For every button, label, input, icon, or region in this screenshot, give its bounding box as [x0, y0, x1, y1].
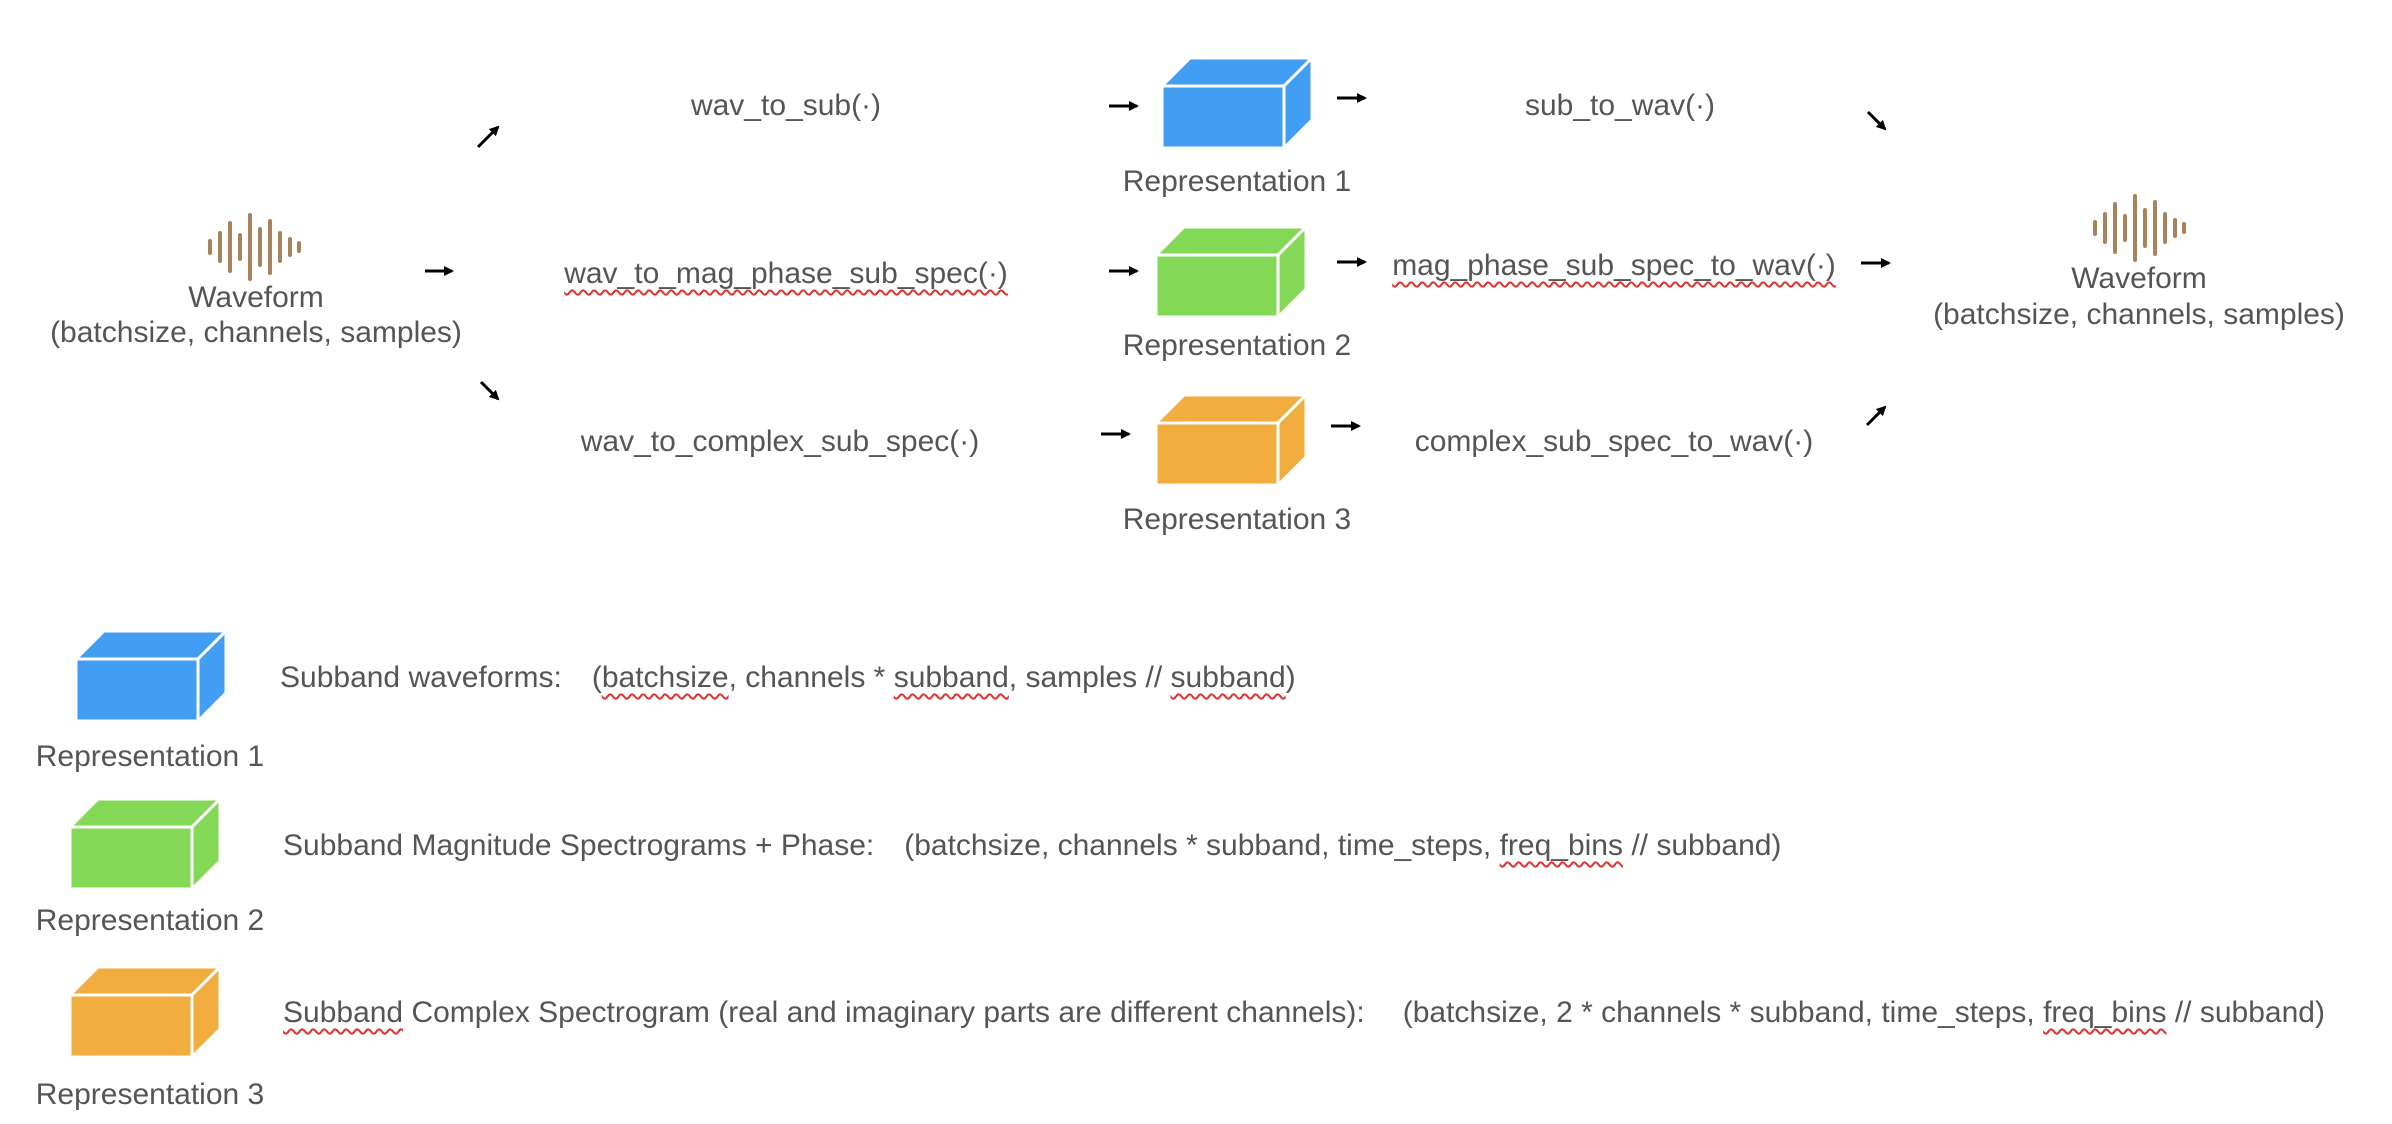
inverse-function-3: complex_sub_spec_to_wav(·) — [1414, 425, 1814, 458]
representation-1-cube — [1160, 56, 1314, 150]
legend-label-2: Representation 2 — [35, 904, 265, 937]
representation-3-cube — [1154, 393, 1308, 487]
arrow-input-to-row3 — [479, 380, 500, 401]
input-shape: (batchsize, channels, samples) — [50, 316, 462, 349]
output-title: Waveform — [2071, 262, 2207, 295]
legend-shape-1: (batchsize, channels * subband, samples … — [591, 661, 1296, 694]
legend-description-3: Subband Complex Spectrogram (real and im… — [283, 996, 2325, 1029]
arrow-input-to-row1 — [476, 125, 500, 149]
representation-3-label: Representation 3 — [1122, 503, 1352, 536]
legend-description-2: Subband Magnitude Spectrograms + Phase:(… — [283, 829, 1782, 862]
legend-cube-1 — [74, 629, 228, 723]
forward-function-3: wav_to_complex_sub_spec(·) — [580, 425, 980, 458]
arrow-inverse3-to-output — [1865, 405, 1887, 427]
representation-2-label: Representation 2 — [1122, 329, 1352, 362]
forward-function-2: wav_to_mag_phase_sub_spec(·) — [564, 257, 1008, 290]
legend-cube-2 — [68, 797, 222, 891]
legend-label-1: Representation 1 — [35, 740, 265, 773]
legend-description-1: Subband waveforms:(batchsize, channels *… — [280, 661, 1296, 694]
inverse-function-1: sub_to_wav(·) — [1524, 89, 1716, 122]
representation-1-label: Representation 1 — [1122, 165, 1352, 198]
arrow-inverse1-to-output — [1866, 110, 1887, 131]
waveform-icon — [2093, 194, 2186, 262]
legend-shape-2: (batchsize, channels * subband, time_ste… — [904, 829, 1782, 862]
waveform-icon — [208, 213, 301, 281]
output-shape: (batchsize, channels, samples) — [1933, 298, 2345, 331]
legend-label-3: Representation 3 — [35, 1078, 265, 1111]
legend-shape-3: (batchsize, 2 * channels * subband, time… — [1402, 996, 2325, 1029]
forward-function-1: wav_to_sub(·) — [690, 89, 882, 122]
legend-cube-3 — [68, 965, 222, 1059]
inverse-function-2: mag_phase_sub_spec_to_wav(·) — [1392, 249, 1836, 282]
input-title: Waveform — [188, 281, 324, 314]
representation-2-cube — [1154, 225, 1308, 319]
